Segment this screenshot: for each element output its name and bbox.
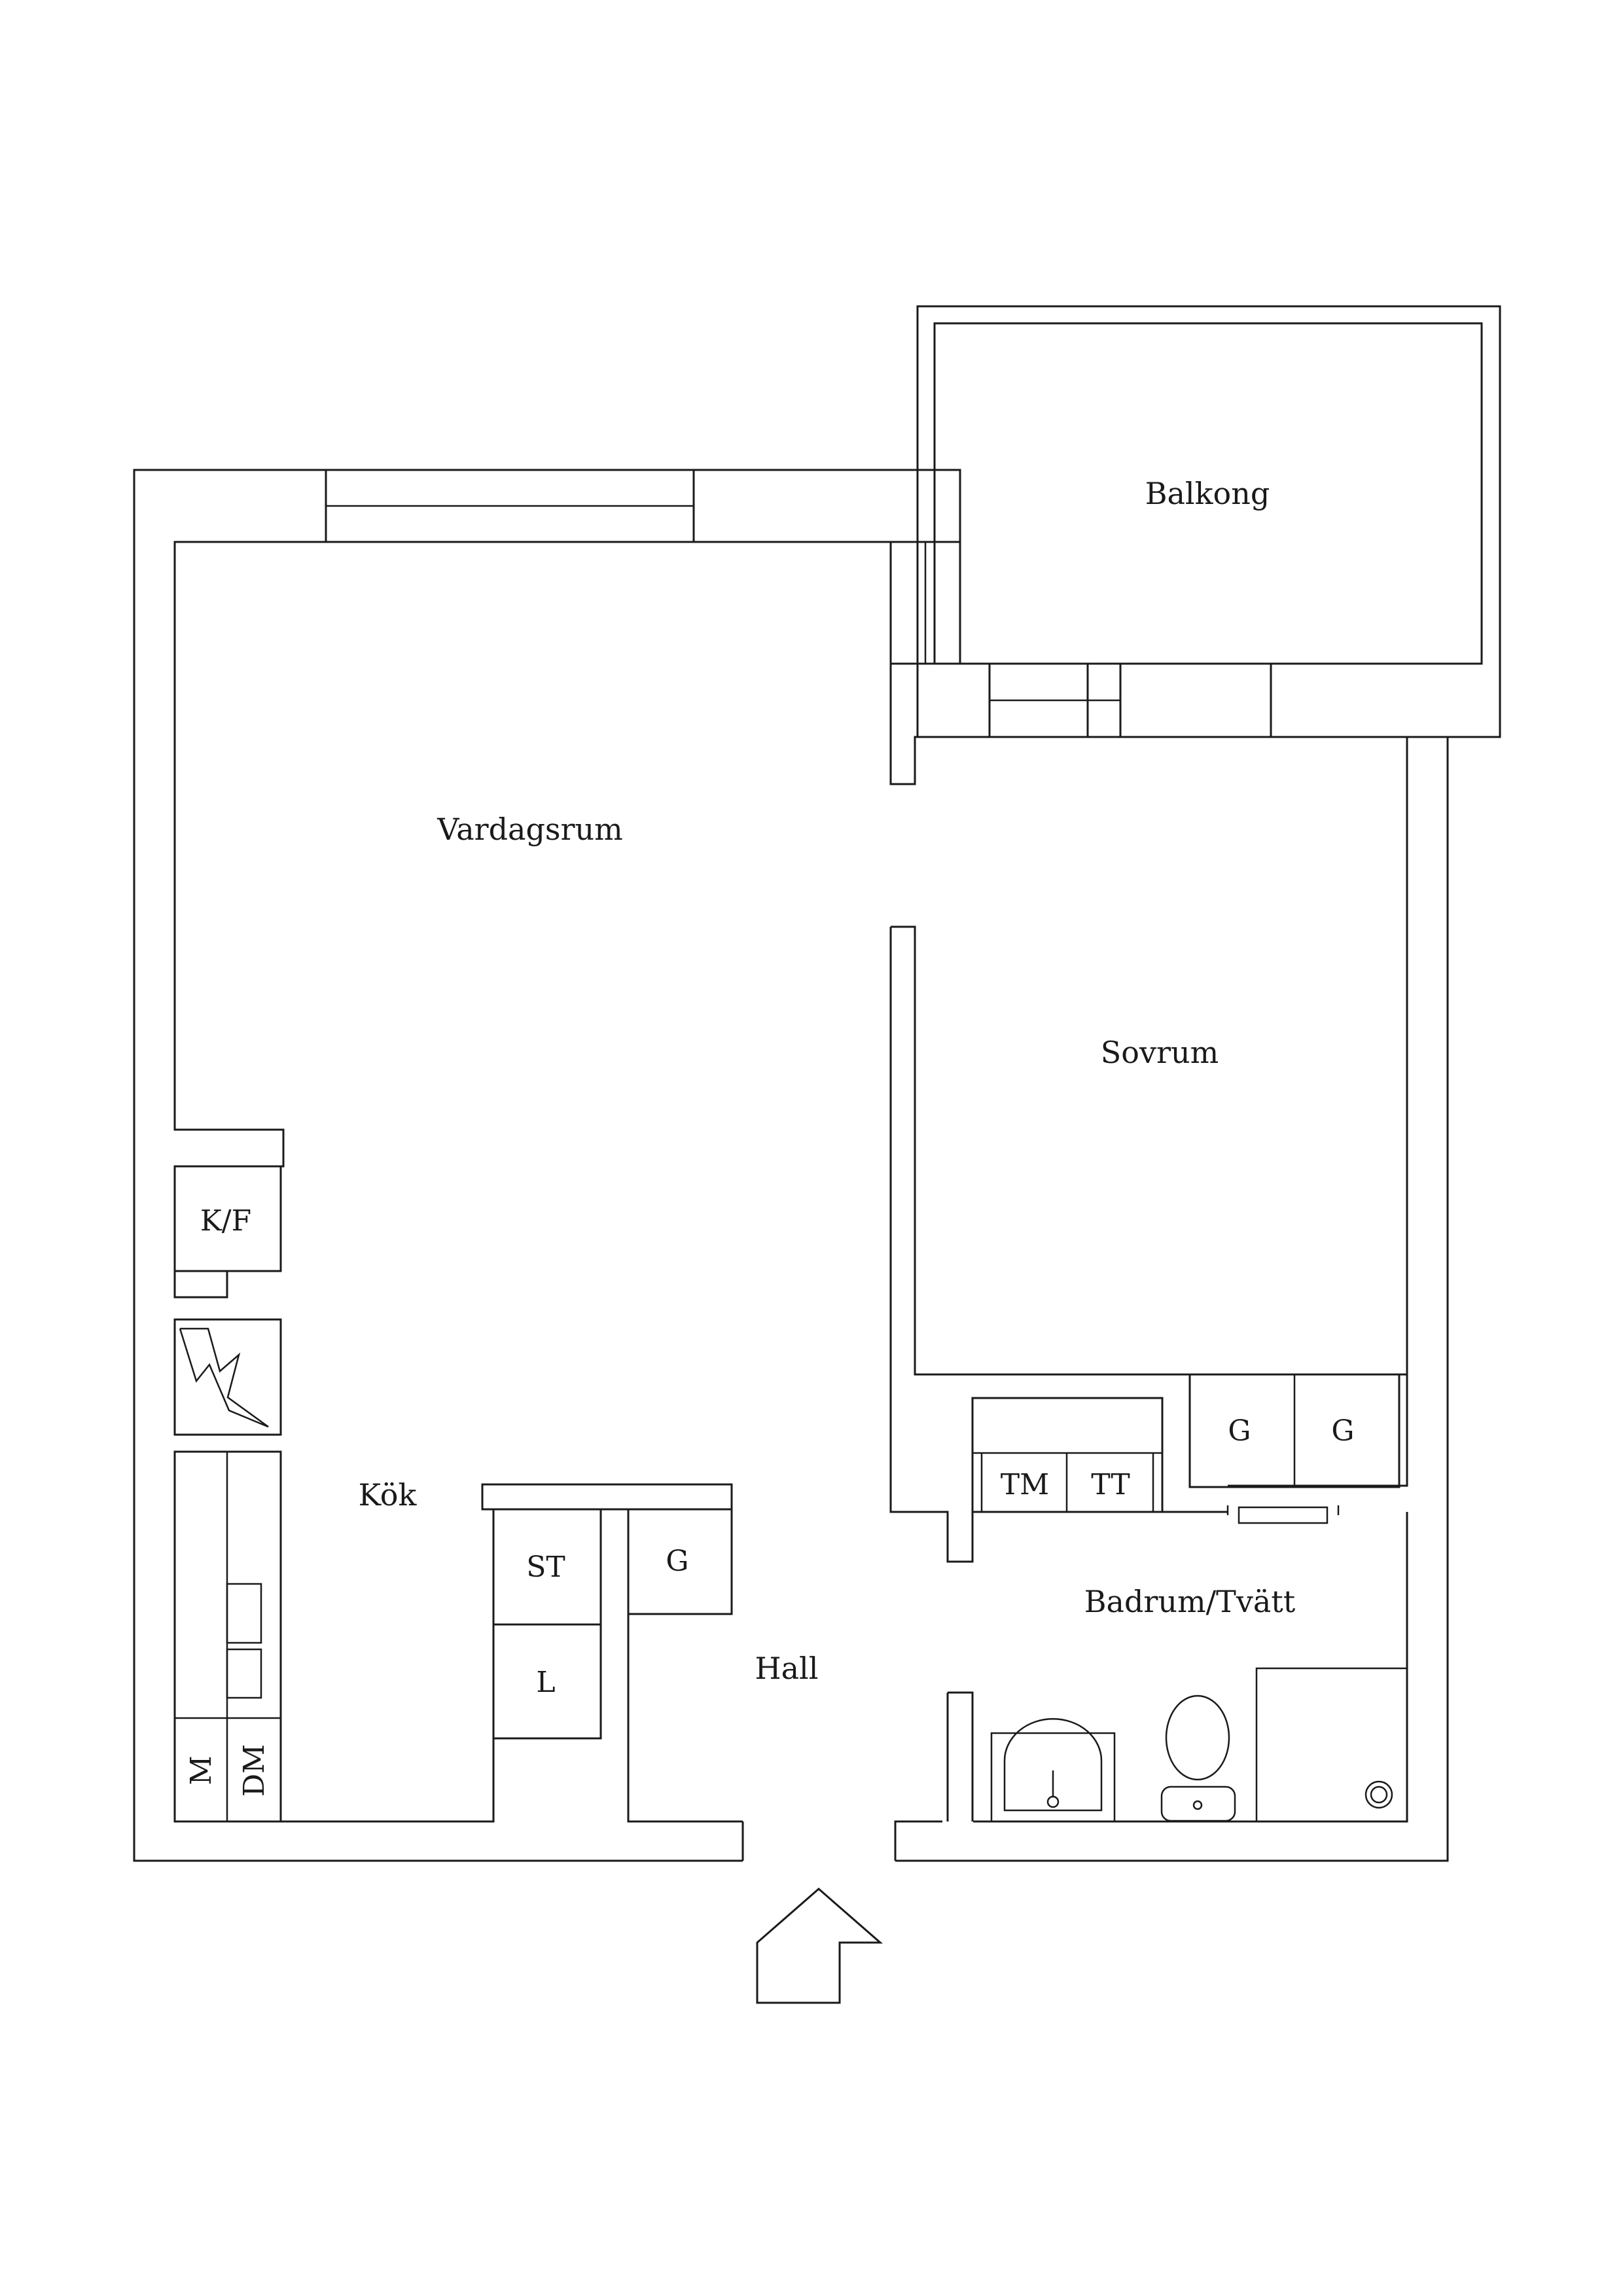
label-fridge-freezer: K/F (200, 1204, 251, 1238)
kitchen-island (175, 1483, 733, 1823)
interior-walls (889, 662, 1407, 1821)
hall-wardrobe (627, 1508, 733, 1615)
label-wardrobe-bedroom-1: G (1228, 1414, 1251, 1448)
shower (1255, 1667, 1408, 1823)
room-label-bathroom: Badrum/Tvätt (1084, 1584, 1296, 1619)
label-wardrobe-bedroom-2: G (1331, 1414, 1354, 1448)
kitchen-counter (173, 1165, 282, 1823)
laundry-block (971, 1397, 1164, 1513)
label-microwave: M (185, 1755, 218, 1785)
sink (990, 1718, 1116, 1823)
label-stove: ST (526, 1551, 565, 1584)
room-label-balcony: Balkong (1145, 476, 1270, 511)
toilet (1160, 1695, 1236, 1822)
room-label-hall: Hall (755, 1651, 819, 1686)
window-balcony-door (889, 541, 961, 665)
entrance-arrow-icon (756, 1888, 883, 2004)
balcony (916, 305, 1501, 738)
label-wardrobe-hall: G (666, 1545, 688, 1578)
label-washing-machine: TM (1001, 1468, 1049, 1501)
label-dishwasher: DM (238, 1744, 271, 1797)
window-living-room (325, 469, 695, 543)
room-label-living-room: Vardagsrum (437, 812, 623, 847)
bedroom-wardrobes (1188, 1373, 1400, 1488)
label-storage-kitchen: L (536, 1666, 555, 1699)
room-label-kitchen: Kök (359, 1477, 418, 1513)
room-label-bedroom: Sovrum (1101, 1035, 1219, 1070)
label-tumble-dryer: TT (1091, 1468, 1130, 1501)
